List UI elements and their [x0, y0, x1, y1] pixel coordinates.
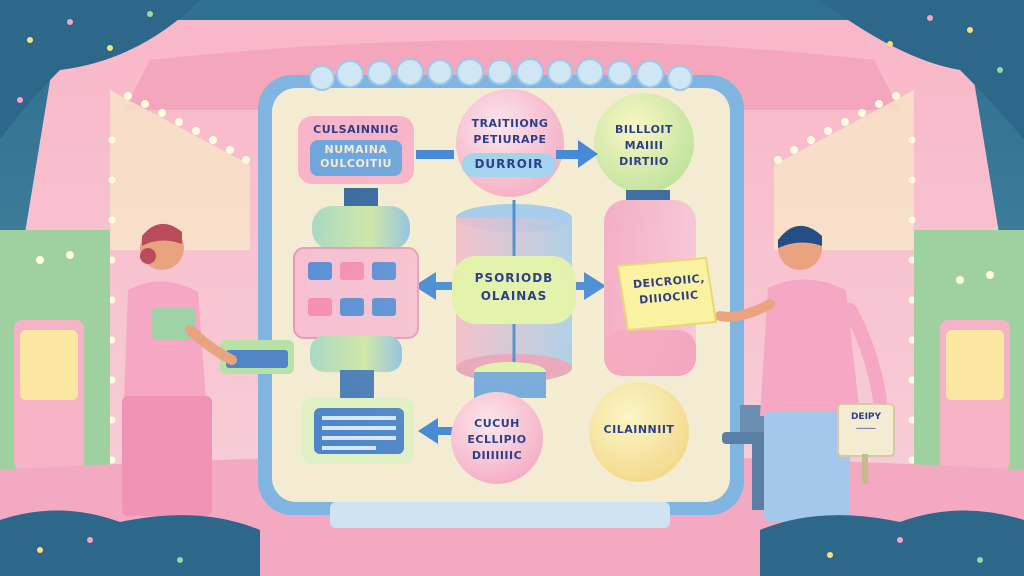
node-top-left-title: CULSAINNIIG [313, 123, 399, 136]
node-top-right-title: BILLLOIT [614, 123, 674, 136]
node-top-center-title: TRAITIIONG [471, 117, 549, 130]
node-top-right-line3: DIRTIIO [619, 155, 669, 168]
foliage-bottom [0, 510, 1024, 576]
tent-left-wall [110, 90, 250, 250]
sign-line2: ──── [856, 424, 876, 433]
node-top-left-line3: OULCOITIU [320, 157, 392, 170]
string-lights [108, 92, 916, 464]
node-bottom-center-line3: DIIIIIIIC [471, 449, 523, 462]
node-top-center-line2: PETIURAPE [473, 133, 547, 146]
node-center-title: PSORIODB [474, 271, 554, 285]
foliage-top-right [820, 0, 1024, 140]
woman-figure [122, 223, 294, 516]
node-top-left-line2: NUMAINA [324, 143, 388, 156]
tent-right-wall [774, 90, 914, 250]
sign-board [837, 403, 895, 484]
node-center-line2: OLAINAS [480, 289, 548, 303]
node-bottom-right-title: CILAINNIIT [603, 423, 675, 436]
sign-line1: DEIPY [850, 412, 882, 422]
foliage-top-left [0, 0, 200, 140]
node-bottom-center-title: CUCUH [474, 417, 520, 430]
confetti-dots [17, 11, 1003, 563]
node-top-right-line2: MAIIII [624, 139, 664, 152]
node-top-center-line3: DURROIR [474, 157, 544, 171]
node-bottom-center-line2: ECLLIPIO [467, 433, 527, 446]
right-booth [914, 230, 1024, 490]
left-booth [0, 230, 110, 490]
center-glow [292, 80, 732, 520]
bubble-chain [309, 58, 693, 91]
